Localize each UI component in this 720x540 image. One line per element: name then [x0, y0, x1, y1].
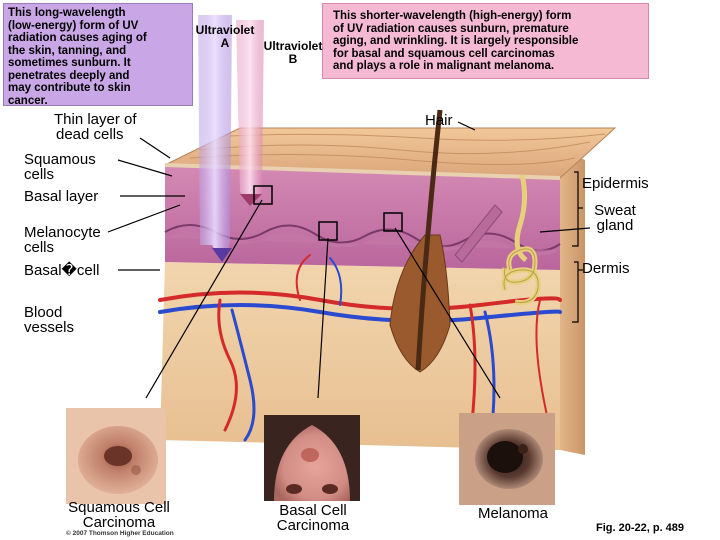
melanocyte-line2: cells — [24, 239, 55, 256]
dead-cell-layer — [164, 163, 561, 180]
uvb-label: Ultraviolet B — [257, 40, 329, 66]
blood-line1: Blood — [24, 304, 63, 321]
uvb-line: and plays a role in malignant melanoma. — [333, 60, 555, 72]
bcc-caption-line1: Basal Cell — [279, 502, 347, 519]
sweat-line2: gland — [596, 217, 634, 234]
basal-layer-label: Basal layer — [24, 188, 99, 205]
scc-caption-line2: Carcinoma — [82, 514, 156, 531]
uva-line: This long-wavelength — [8, 7, 126, 19]
uvb-beam — [236, 20, 264, 206]
basal-cell-carcinoma-photo — [264, 415, 360, 501]
dead-cells-line2: dead cells — [56, 126, 124, 143]
uva-line: the skin, tanning, and — [8, 44, 127, 57]
arrector-muscle — [454, 204, 503, 263]
uva-line: (low-energy) form of UV — [8, 19, 139, 32]
copyright-credit: © 2007 Thomson Higher Education — [66, 530, 174, 537]
scc-caption-line1: Squamous Cell — [68, 499, 170, 516]
uvb-description-box: This shorter-wavelength (high-energy) fo… — [322, 3, 649, 79]
dermis-label: Dermis — [582, 260, 630, 277]
uva-line: may contribute to skin — [8, 82, 131, 94]
melanocyte-label: Melanocyte cells — [24, 225, 101, 255]
uvb-label-line1: Ultraviolet — [263, 39, 323, 53]
sweat-line1: Sweat — [594, 202, 636, 219]
leader-lines — [107, 121, 591, 399]
scc-marker-square — [253, 185, 273, 205]
uvb-arrowhead — [240, 194, 262, 206]
uvb-line: This shorter-wavelength (high-energy) fo… — [333, 10, 572, 22]
melanoma-photo — [459, 413, 555, 505]
squamous-line1: Squamous — [24, 151, 96, 168]
uva-line: sometimes sunburn. It — [8, 57, 131, 69]
uvb-line: aging, and wrinkling. It is largely resp… — [333, 35, 579, 47]
squamous-cells-label: Squamous cells — [24, 152, 96, 182]
melanocyte-line1: Melanocyte — [24, 224, 101, 241]
uva-arrowhead — [212, 248, 232, 262]
blood-line2: vessels — [24, 319, 75, 336]
uva-line: radiation causes aging of — [8, 32, 147, 44]
melanoma-caption: Melanoma — [477, 505, 549, 522]
squamous-line2: cells — [24, 166, 55, 183]
uva-beam — [198, 15, 232, 262]
squamous-cell-carcinoma-photo — [66, 408, 166, 504]
melanoma-marker-square — [383, 212, 403, 232]
dead-cells-label: Thin layer of dead cells — [54, 112, 137, 142]
sweat-gland-label: Sweat gland — [584, 203, 646, 233]
uva-label-line2: A — [220, 36, 230, 50]
basal-layer-fill — [165, 232, 560, 256]
scc-caption: Squamous Cell Carcinoma — [52, 500, 186, 530]
epidermis-band — [165, 165, 560, 270]
uvb-label-line2: B — [288, 52, 298, 66]
hair-shaft — [415, 109, 443, 371]
bcc-caption: Basal Cell Carcinoma — [250, 503, 376, 533]
uva-label-line1: Ultraviolet — [195, 23, 255, 37]
blood-vessels-label: Blood vessels — [24, 305, 74, 335]
uva-description-box: This long-wavelength (low-energy) form o… — [3, 3, 193, 107]
uva-label: Ultraviolet A — [188, 24, 262, 50]
hair-label: Hair — [425, 112, 453, 129]
epidermis-label: Epidermis — [582, 175, 649, 192]
uva-line: penetrates deeply and — [8, 69, 130, 82]
dead-cells-line1: Thin layer of — [54, 111, 137, 128]
uva-line: cancer. — [8, 94, 48, 107]
uvb-line: of UV radiation causes sunburn, prematur… — [333, 22, 569, 35]
basal-cell-label: Basal�cell — [24, 262, 100, 279]
block-side-face — [560, 150, 585, 455]
uvb-line: for basal and squamous cell carcinomas — [333, 47, 555, 60]
bcc-caption-line2: Carcinoma — [276, 517, 350, 534]
sweat-gland-outline — [503, 248, 539, 303]
figure-reference: Fig. 20-22, p. 489 — [596, 522, 685, 534]
